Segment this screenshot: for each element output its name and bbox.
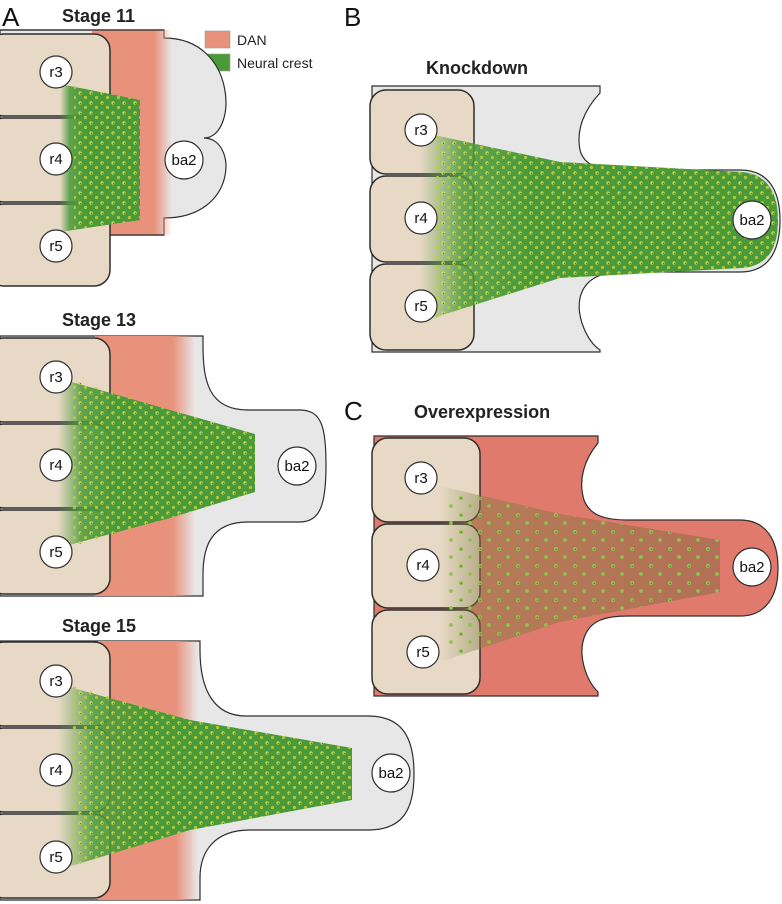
stage-11-r3-label: r3 [49,64,62,81]
stage-11-diagram: Stage 11 r3 r4 r5 ba2 [0,6,227,287]
knockdown-title: Knockdown [426,58,528,78]
stage-13-r3-label: r3 [49,369,62,386]
stage-11-r4-label: r4 [49,151,62,168]
overexpression-r4-marker [406,548,440,582]
stage-11-r4-marker [39,142,73,176]
overexpression-diagram: Overexpression r3 r4 r5 ba2 [371,402,779,697]
stage-11-title: Stage 11 [62,6,135,26]
knockdown-r3-label: r3 [414,122,427,139]
stage-13-r5-label: r5 [49,544,62,561]
overexpression-r3-label: r3 [414,470,427,487]
stage-13-r4-marker [39,448,73,482]
stage-13-ba2-marker [277,446,317,486]
overexpression-r3-marker [404,461,438,495]
stage-15-r4-label: r4 [49,762,62,779]
stage-13-title: Stage 13 [62,310,136,330]
stage-11-r5-label: r5 [49,238,62,255]
knockdown-ba2-label: ba2 [739,212,764,229]
knockdown-r5-label: r5 [414,298,427,315]
stage-15-diagram: Stage 15 r3 r4 r5 ba2 [0,616,415,901]
stage-11-ba2-label: ba2 [171,152,196,169]
stage-13-r5-marker [39,535,73,569]
overexpression-r5-label: r5 [416,644,429,661]
knockdown-ba2-marker [732,200,772,240]
stage-13-diagram: Stage 13 r3 r4 r5 ba2 [0,310,327,597]
stage-13-r4-label: r4 [49,457,62,474]
knockdown-r5-marker [404,289,438,323]
knockdown-diagram: Knockdown r3 r4 r5 ba2 [369,58,781,353]
stage-15-ba2-marker [371,753,411,793]
overexpression-neural-crest-cells [448,490,720,658]
overexpression-r5-marker [406,635,440,669]
overexpression-r4-label: r4 [416,557,429,574]
legend: DAN Neural crest [204,30,313,72]
stage-11-ba2-marker [164,140,204,180]
knockdown-r3-marker [404,113,438,147]
legend-swatch-dan [204,30,231,49]
stage-15-r5-marker [39,840,73,874]
stage-15-ba2-label: ba2 [378,765,403,782]
stage-15-r3-label: r3 [49,673,62,690]
stage-15-r4-marker [39,753,73,787]
overexpression-title: Overexpression [414,402,550,422]
legend-label-dan: DAN [237,32,267,48]
stage-11-r3-marker [39,55,73,89]
overexpression-ba2-label: ba2 [739,559,764,576]
panel-letter-b: B [344,2,361,32]
knockdown-r4-label: r4 [414,210,427,227]
panel-letter-c: C [344,396,363,426]
stage-13-ba2-label: ba2 [284,458,309,475]
stage-15-r3-marker [39,664,73,698]
stage-15-title: Stage 15 [62,616,136,636]
knockdown-r4-marker [404,201,438,235]
stage-15-r5-label: r5 [49,849,62,866]
stage-13-r3-marker [39,360,73,394]
legend-label-neural-crest: Neural crest [237,55,313,71]
panel-letter-a: A [2,2,20,32]
stage-11-r5-marker [39,229,73,263]
overexpression-ba2-marker [732,547,772,587]
